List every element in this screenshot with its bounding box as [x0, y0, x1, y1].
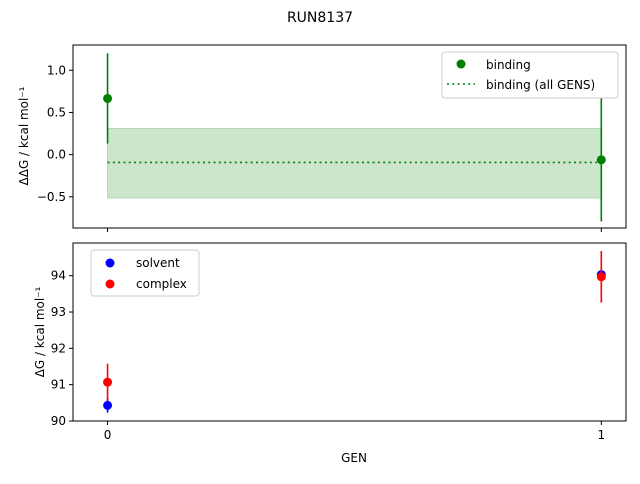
legend-marker-binding	[456, 59, 466, 69]
top-ylabel: ΔΔG / kcal mol⁻¹	[17, 86, 31, 185]
legend-marker-solvent	[105, 258, 115, 268]
legend-label-all-gens: binding (all GENS)	[486, 78, 595, 92]
bottom-xlabel: GEN	[341, 451, 367, 465]
y-tick-label: 0.0	[47, 148, 66, 162]
legend-box	[90, 249, 200, 297]
binding-point	[103, 93, 113, 103]
y-tick-label: 92	[51, 341, 66, 355]
y-tick-label: −0.5	[37, 190, 66, 204]
top-panel: −0.5 0.0 0.5 1.0 binding binding (all GENS)	[37, 44, 627, 232]
bottom-panel: 90 91 92 93 94 0 1 solvent complex	[51, 242, 627, 442]
complex-point	[103, 377, 113, 387]
bottom-ylabel: ΔG / kcal mol⁻¹	[33, 286, 47, 377]
x-tick-label: 0	[104, 428, 112, 442]
x-tick-label: 1	[597, 428, 605, 442]
legend-box	[441, 51, 619, 99]
bottom-legend: solvent complex	[90, 249, 200, 297]
legend-label-binding: binding	[486, 58, 531, 72]
legend-label-solvent: solvent	[136, 256, 180, 270]
y-tick-label: 1.0	[47, 63, 66, 77]
y-tick-label: 90	[51, 414, 66, 428]
solvent-point	[103, 400, 113, 410]
y-tick-label: 93	[51, 305, 66, 319]
complex-point	[596, 272, 606, 282]
axes-frame	[72, 242, 627, 422]
legend-marker-complex	[105, 279, 115, 289]
y-tick-label: 94	[51, 269, 66, 283]
axes-frame	[72, 44, 627, 229]
legend-label-complex: complex	[136, 277, 187, 291]
uncertainty-band	[107, 127, 602, 199]
y-tick-label: 91	[51, 378, 66, 392]
y-tick-label: 0.5	[47, 105, 66, 119]
figure-title: RUN8137	[287, 10, 353, 26]
binding-point	[596, 155, 606, 165]
top-legend: binding binding (all GENS)	[441, 51, 619, 99]
